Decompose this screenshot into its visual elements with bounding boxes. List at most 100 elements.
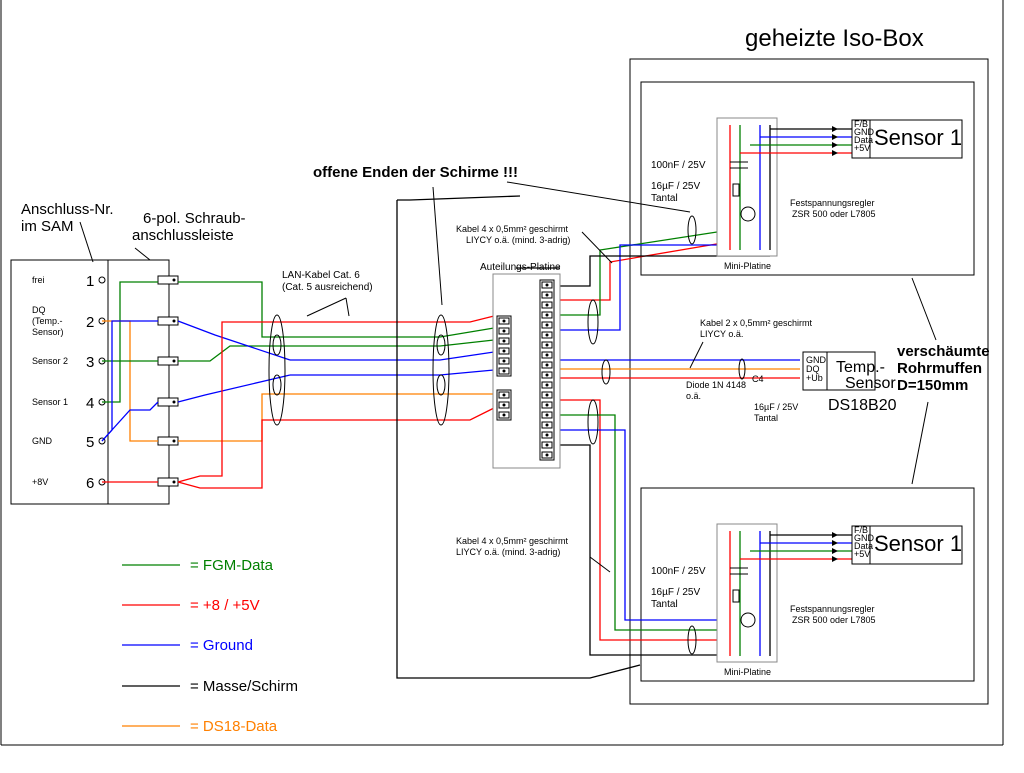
wire-supply-lan-b [177,321,290,483]
sam-terminal-pin [98,276,106,284]
screw-icon [502,413,506,417]
screw-icon [545,443,549,447]
screw-icon [545,293,549,297]
top-cable-shield [560,255,770,287]
page-frame [0,0,1004,746]
bottom-cable-red [560,399,730,641]
sam-terminal-label-line: Sensor 1 [32,397,68,407]
cable-bundle-bottom [587,399,599,445]
screw-icon [545,343,549,347]
top-cable-green [560,229,731,316]
mini-board-outline [716,523,778,663]
regulator-icon [740,612,756,628]
mini-board-cap2-line: 16µF / 25V [651,181,700,192]
foam-sleeve-note: verschäumte Rohrmuffen D=150mm [897,343,994,394]
arrow-icon [832,532,838,538]
wire-fgm-data-sensor1-lan [178,281,290,338]
sam-terminal-label: GND [32,436,53,446]
sam-terminal-label: +8V [32,477,48,487]
dist-block-left-bottom [496,389,512,421]
foam-sleeve-line1: verschäumte [897,343,990,360]
wires [101,195,800,679]
screw-icon [172,480,176,484]
sam-terminal-2: DQ(Temp.-Sensor) 2 [32,305,179,337]
wire-ground-2 [101,320,158,442]
temp-sensor-label: Temp.- Sensor [836,359,896,392]
screw-icon [545,453,549,457]
sam-terminal-label-line: (Temp.- [32,316,63,326]
temp-sensor-label-line2: Sensor [845,375,896,392]
mini-board-regulator-line: ZSR 500 oder L7805 [792,615,876,625]
top-cable-blue [560,244,760,331]
wire-fgm-data-sensor1 [102,281,158,403]
sam-terminal-number: 3 [86,354,94,371]
cable-2x-line1: Kabel 2 x 0,5mm² geschirmt [700,318,813,328]
sam-terminal-label-line: Sensor) [32,327,64,337]
sensor-pin-label: F/B [854,119,868,129]
screw-icon [545,413,549,417]
sam-terminal-number: 5 [86,434,94,451]
sensor-housing-bottom [640,487,975,682]
diode-note-line2: o.ä. [686,391,701,401]
screw-icon [545,313,549,317]
screw-icon [502,339,506,343]
mini-board-label: Mini-Platine [724,667,771,677]
temp-sensor-pin-ub: +Ub [806,373,823,383]
sensor-pin-label: +5V [854,549,870,559]
sensor-label: Sensor 1 [874,125,962,150]
sam-terminal-label-line: Sensor 2 [32,356,68,366]
cable-4x-bottom-line2: LIYCY o.ä. (mind. 3-adrig) [456,547,560,557]
wire-supply-lan-a [177,419,290,489]
arrow-icon [832,150,838,156]
cable-bundle-ds18-end [738,358,746,380]
lan-blue-mid [290,351,495,361]
screw-icon [545,333,549,337]
screw-icon [502,403,506,407]
screw-icon [172,278,176,282]
screw-icon [502,369,506,373]
sam-terminal-number: 2 [86,314,94,331]
arrow-icon [832,134,838,140]
lan-bundle-inner [436,334,446,356]
sam-terminal-label: Sensor 1 [32,397,68,407]
mini-board-outline [716,117,778,257]
cable-2x-note: Kabel 2 x 0,5mm² geschirmt LIYCY o.ä. [700,318,815,339]
wire-ground-lan-2 [177,374,291,403]
sam-terminal-label-line: +8V [32,477,48,487]
top-cable-red [560,239,741,301]
cable-bundle-top-mini [687,215,697,245]
arrow-icon [832,540,838,546]
screw-icon [545,373,549,377]
shield-ends-note: offene Enden der Schirme !!! [313,164,518,181]
screw-icon [502,329,506,333]
screw-icon [545,363,549,367]
temp-sensor-pin-gnd: GND [806,355,827,365]
screw-icon [545,303,549,307]
ds18-cap-note: 16µF / 25V Tantal [754,402,801,423]
screw-icon [545,323,549,327]
screw-terminal [157,275,179,285]
dist-block-left-top [496,315,512,377]
bottom-cable-green [560,414,740,631]
sensor-pin-label: +5V [854,143,870,153]
foam-sleeve-line2: Rohrmuffen [897,360,982,377]
regulator-icon [740,206,756,222]
shield-loop-bottom [396,200,641,679]
wire-ground-1 [101,401,159,442]
sam-heading-line2: im SAM [21,218,74,235]
sam-connector: Anschluss-Nr. im SAM 6-pol. Schraub- ans… [10,201,246,505]
annotations: LAN-Kabel Cat. 6 (Cat. 5 ausreichend) of… [282,164,994,573]
screw-icon [502,359,506,363]
legend-item: = Ground [122,637,253,654]
mini-board-label: Mini-Platine [724,261,771,271]
screw-icon [545,383,549,387]
sam-terminal-label-line: DQ [32,305,46,315]
ds18-cap-line2: Tantal [754,413,778,423]
screw-icon [172,439,176,443]
